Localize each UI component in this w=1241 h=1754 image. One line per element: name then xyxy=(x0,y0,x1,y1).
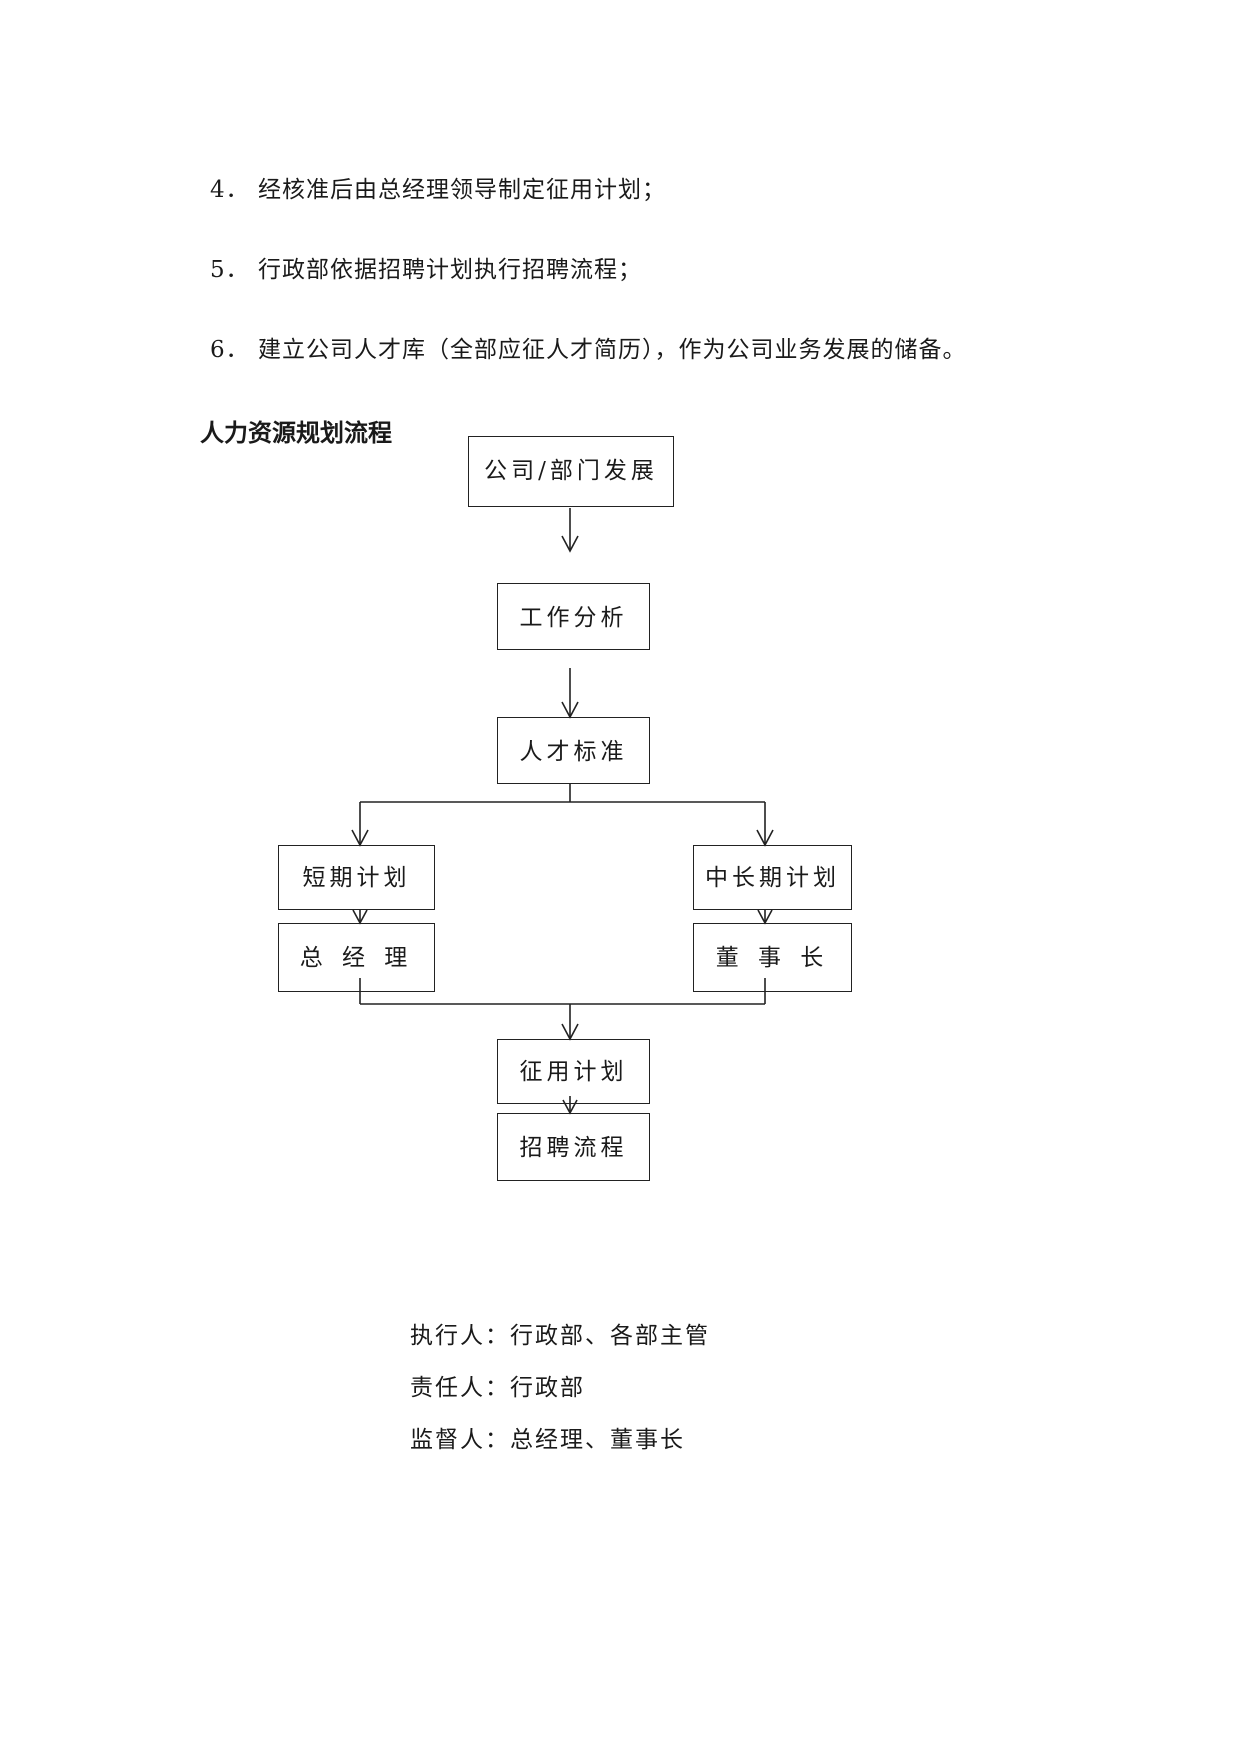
role-supervisor: 监督人：总经理、董事长 xyxy=(410,1427,685,1453)
list-text: 建立公司人才库（全部应征人才简历），作为公司业务发展的储备。 xyxy=(258,337,967,363)
list-item: 5． 行政部依据招聘计划执行招聘流程； xyxy=(210,250,642,284)
role-responsible: 责任人：行政部 xyxy=(410,1375,585,1401)
arrowhead xyxy=(561,535,579,553)
node-label: 征用计划 xyxy=(519,1059,628,1085)
list-number: 5． xyxy=(210,257,250,283)
node-short-term-plan: 短期计划 xyxy=(278,845,435,910)
list-item: 6． 建立公司人才库（全部应征人才简历），作为公司业务发展的储备。 xyxy=(210,330,967,364)
node-label: 招聘流程 xyxy=(519,1135,628,1161)
role-executor: 执行人：行政部、各部主管 xyxy=(410,1323,710,1349)
list-text: 行政部依据招聘计划执行招聘流程； xyxy=(258,257,642,283)
node-chairman: 董 事 长 xyxy=(693,923,852,992)
node-label: 工作分析 xyxy=(519,605,628,631)
list-text: 经核准后由总经理领导制定征用计划； xyxy=(258,177,666,203)
node-label: 总 经 理 xyxy=(299,945,414,971)
node-mid-long-term-plan: 中长期计划 xyxy=(693,845,852,910)
node-label: 公司/部门发展 xyxy=(484,458,658,484)
node-job-analysis: 工作分析 xyxy=(497,583,650,650)
section-title: 人力资源规划流程 xyxy=(200,419,392,447)
node-recruitment-plan: 征用计划 xyxy=(497,1039,650,1104)
node-label: 短期计划 xyxy=(302,865,411,891)
node-label: 董 事 长 xyxy=(715,945,830,971)
node-label: 中长期计划 xyxy=(705,865,840,891)
node-talent-standard: 人才标准 xyxy=(497,717,650,784)
node-recruitment-process: 招聘流程 xyxy=(497,1113,650,1181)
node-label: 人才标准 xyxy=(519,739,628,765)
list-number: 6． xyxy=(210,337,250,363)
node-general-manager: 总 经 理 xyxy=(278,923,435,992)
node-company-development: 公司/部门发展 xyxy=(468,436,674,507)
list-number: 4． xyxy=(210,177,250,203)
list-item: 4． 经核准后由总经理领导制定征用计划； xyxy=(210,170,666,204)
